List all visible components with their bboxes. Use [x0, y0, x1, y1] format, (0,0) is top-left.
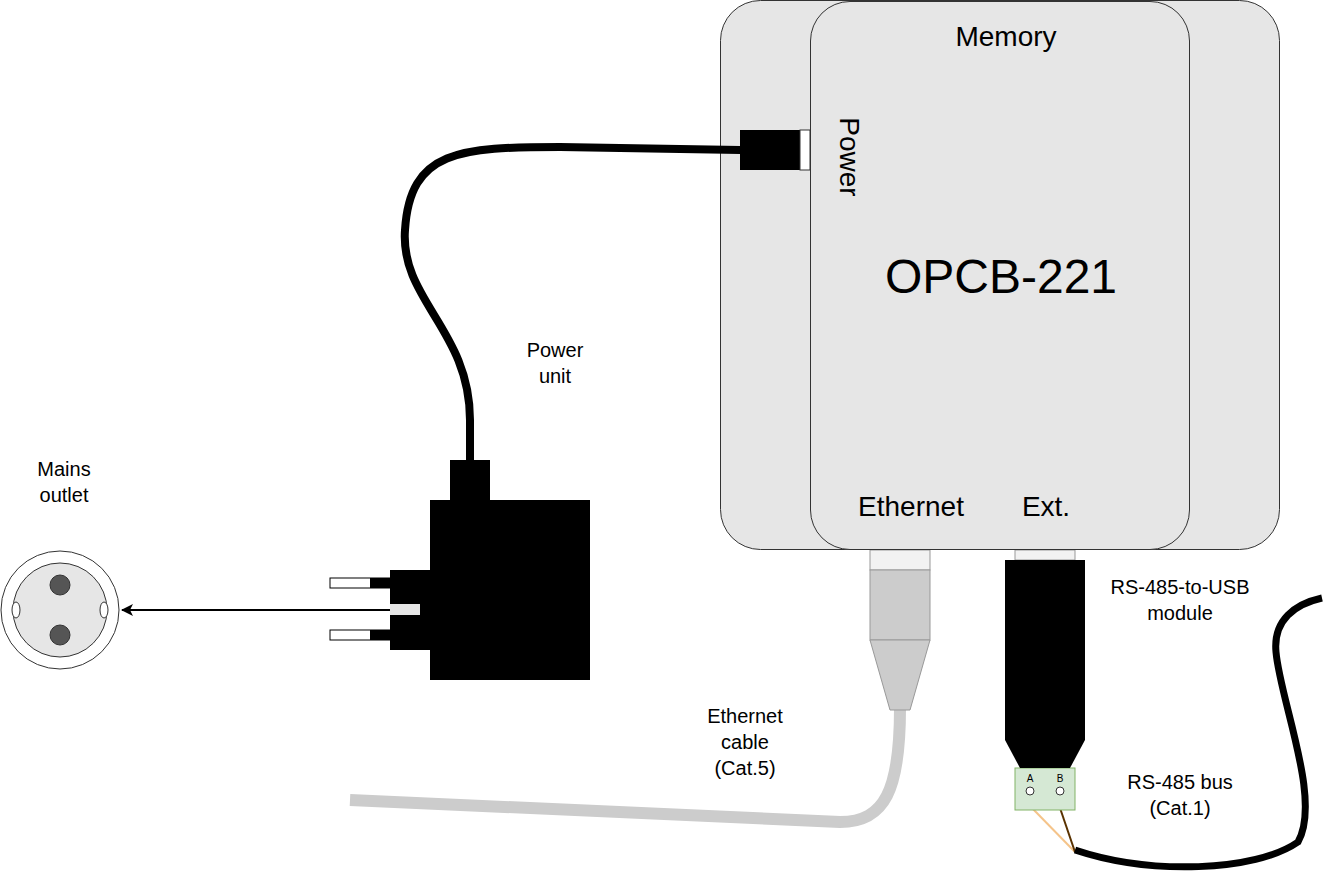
module-label: RS-485-to-USB module — [1090, 574, 1270, 626]
ethernet-port-label: Ethernet — [858, 489, 964, 525]
outlet-outline — [0, 550, 120, 670]
power-socket — [800, 130, 810, 170]
housing-back-shell — [721, 1, 1280, 550]
memory-label: Memory — [955, 19, 1056, 55]
ext-port-label: Ext. — [1022, 489, 1070, 525]
plug-in-arrow — [122, 609, 430, 611]
wire-a — [1032, 808, 1075, 852]
ethernet-plug — [870, 570, 930, 640]
cable-strain-relief — [450, 460, 490, 500]
power-unit-label: Power unit — [515, 337, 595, 389]
ethernet-cable — [350, 708, 900, 822]
module-outline — [1005, 560, 1085, 768]
power-port-label: Power — [831, 117, 867, 196]
plug-prong-base — [370, 630, 390, 640]
cable-label: Ethernet cable (Cat.5) — [700, 703, 790, 781]
mains-outlet-label: Mains outlet — [19, 456, 109, 508]
plug-earth-contact — [390, 604, 420, 615]
terminal-block — [1015, 768, 1075, 810]
power-plug — [740, 130, 800, 170]
plug-prong-base — [370, 578, 390, 588]
pin-name: B — [1057, 772, 1064, 785]
wire-b — [1060, 808, 1075, 852]
pin-name: A — [1027, 772, 1034, 785]
mains-outlet: Mains outlet — [0, 550, 120, 670]
device-name: OPCB-221 — [885, 246, 1117, 308]
plug-prong — [330, 578, 390, 588]
plug-body — [390, 570, 430, 650]
ethernet-plug-boot — [870, 640, 930, 710]
rs485-usb-module: RS-485-to-USB module — [1005, 560, 1085, 768]
power-cable — [405, 147, 810, 500]
rs485-bus-cable — [1075, 598, 1322, 867]
usb-plug — [1015, 550, 1075, 560]
power-unit: Power unit — [430, 500, 590, 680]
bus-label: RS-485 bus (Cat.1) — [1120, 769, 1240, 821]
terminal-pin — [1056, 787, 1064, 795]
ethernet-plug-latch — [870, 550, 930, 570]
terminal-pin — [1026, 787, 1034, 795]
plug-prong — [330, 630, 390, 640]
device-housing: MemoryPowerOPCB-221Ethernet Ext. — [810, 1, 1190, 550]
